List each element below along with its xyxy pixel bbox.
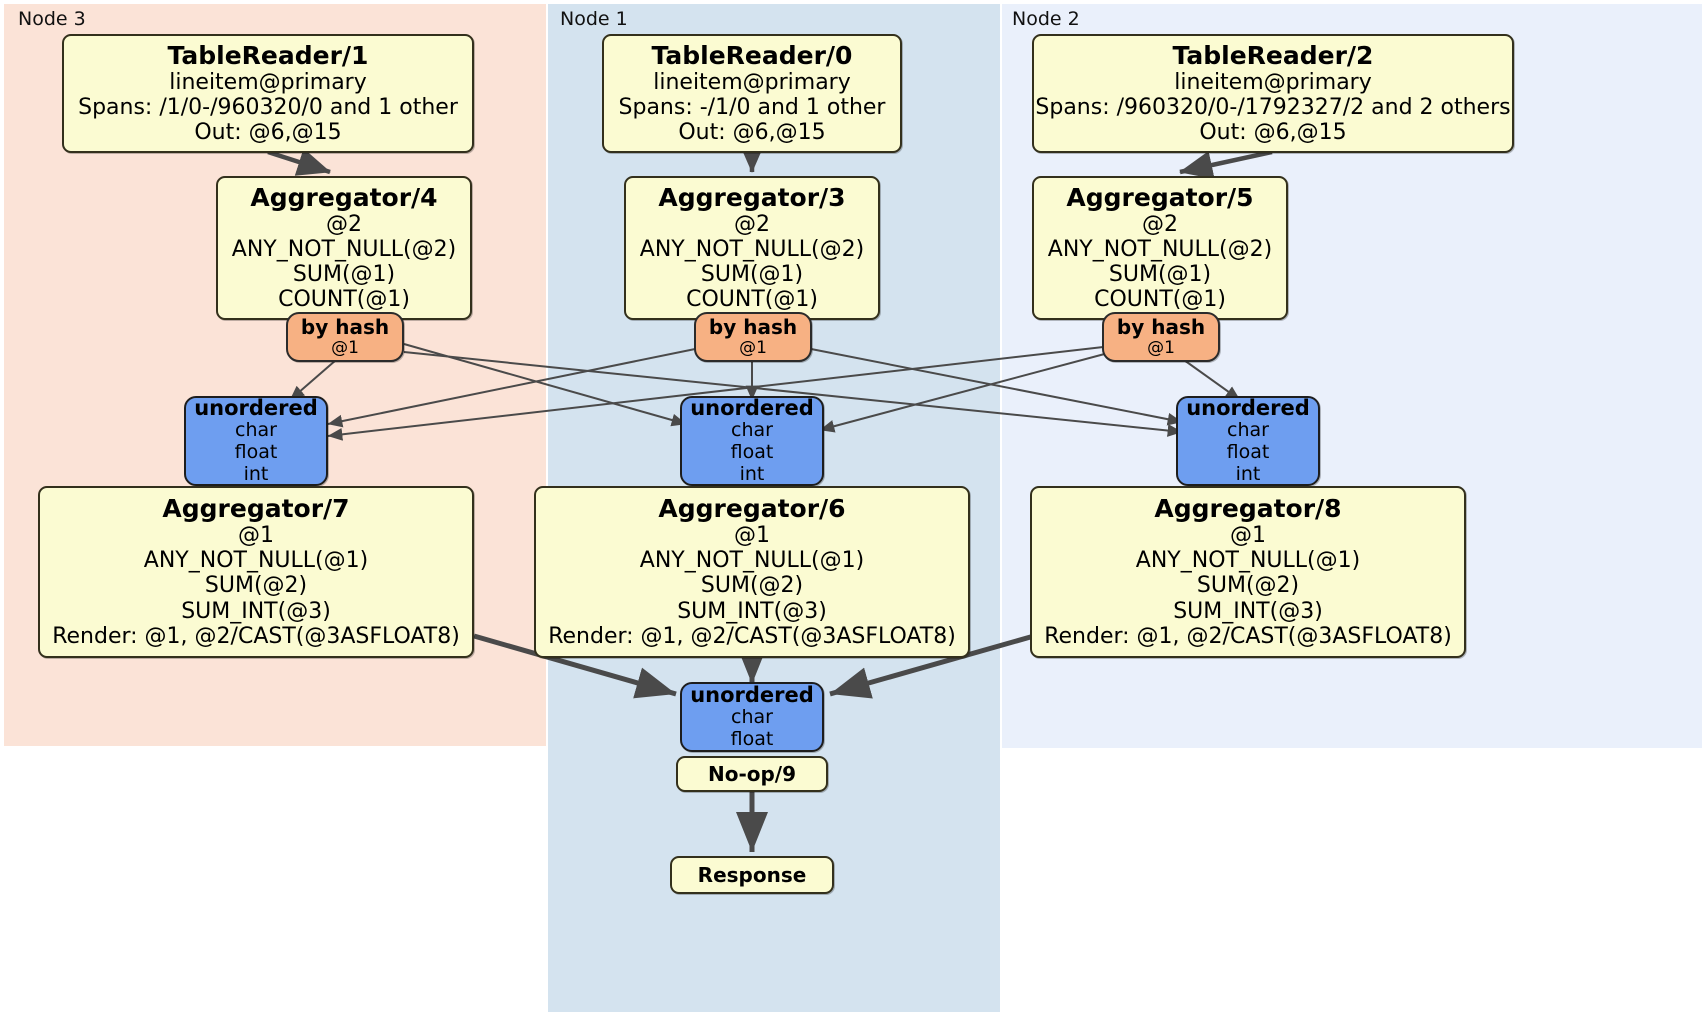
node-line: @1 <box>1230 523 1266 549</box>
router-title: by hash <box>1116 315 1206 340</box>
panel-label-node-2: Node 2 <box>1012 8 1080 30</box>
router-line: @1 <box>739 337 767 358</box>
synchronizer-unordered-node3[interactable]: unordered char float int <box>184 396 328 486</box>
synchronizer-unordered-final[interactable]: unordered char float <box>680 682 824 752</box>
node-response[interactable]: Response <box>670 856 834 894</box>
panel-label-node-1: Node 1 <box>560 8 628 30</box>
sync-title: unordered <box>690 682 814 707</box>
node-line: @2 <box>1142 211 1178 237</box>
sync-line: char <box>1227 419 1269 442</box>
router-title: by hash <box>708 315 798 340</box>
node-line: @1 <box>734 523 770 549</box>
node-line: COUNT(@1) <box>278 287 410 313</box>
node-line: lineitem@primary <box>1174 69 1372 95</box>
sync-title: unordered <box>194 395 318 420</box>
sync-line: char <box>731 419 773 442</box>
router-by-hash-node1[interactable]: by hash @1 <box>694 312 812 362</box>
node-title: No-op/9 <box>707 761 797 786</box>
node-title: Aggregator/6 <box>658 494 846 524</box>
node-line: ANY_NOT_NULL(@1) <box>143 548 369 574</box>
node-line: @2 <box>734 211 770 237</box>
node-line: @2 <box>326 211 362 237</box>
node-line: SUM(@1) <box>292 262 396 287</box>
synchronizer-unordered-node1[interactable]: unordered char float int <box>680 396 824 486</box>
node-aggregator-8[interactable]: Aggregator/8 @1 ANY_NOT_NULL(@1) SUM(@2)… <box>1030 486 1466 658</box>
sync-line: char <box>731 706 773 729</box>
router-by-hash-node3[interactable]: by hash @1 <box>286 312 404 362</box>
sync-line: float <box>730 440 774 463</box>
node-line: ANY_NOT_NULL(@2) <box>1047 236 1273 262</box>
node-title: TableReader/0 <box>651 40 853 70</box>
node-line: SUM(@2) <box>1196 573 1300 599</box>
node-line: ANY_NOT_NULL(@2) <box>639 236 865 262</box>
node-line: ANY_NOT_NULL(@1) <box>639 548 865 574</box>
router-by-hash-node2[interactable]: by hash @1 <box>1102 312 1220 362</box>
node-line: SUM(@2) <box>700 573 804 599</box>
sync-line: float <box>1226 440 1270 463</box>
node-title: Aggregator/5 <box>1066 182 1254 212</box>
node-tablereader-1[interactable]: TableReader/1 lineitem@primary Spans: /1… <box>62 34 474 153</box>
sync-title: unordered <box>1186 395 1310 420</box>
synchronizer-unordered-node2[interactable]: unordered char float int <box>1176 396 1320 486</box>
node-title: TableReader/1 <box>167 40 369 70</box>
node-no-op-9[interactable]: No-op/9 <box>676 756 828 792</box>
node-line: COUNT(@1) <box>1094 287 1226 313</box>
sync-line: int <box>243 462 269 485</box>
router-line: @1 <box>331 337 359 358</box>
node-aggregator-4[interactable]: Aggregator/4 @2 ANY_NOT_NULL(@2) SUM(@1)… <box>216 176 472 320</box>
node-line: SUM_INT(@3) <box>181 598 331 624</box>
node-line: SUM_INT(@3) <box>677 598 827 624</box>
node-line: SUM(@2) <box>204 573 308 599</box>
node-line: lineitem@primary <box>653 69 851 95</box>
node-aggregator-5[interactable]: Aggregator/5 @2 ANY_NOT_NULL(@2) SUM(@1)… <box>1032 176 1288 320</box>
node-title: Aggregator/3 <box>658 182 846 212</box>
sync-title: unordered <box>690 395 814 420</box>
node-line: Spans: /1/0-/960320/0 and 1 other <box>78 94 458 120</box>
node-title: Aggregator/7 <box>162 494 350 524</box>
node-title: Aggregator/8 <box>1154 494 1342 524</box>
node-line: COUNT(@1) <box>686 287 818 313</box>
node-aggregator-7[interactable]: Aggregator/7 @1 ANY_NOT_NULL(@1) SUM(@2)… <box>38 486 474 658</box>
node-line: Out: @6,@15 <box>194 120 342 146</box>
router-title: by hash <box>300 315 390 340</box>
node-aggregator-6[interactable]: Aggregator/6 @1 ANY_NOT_NULL(@1) SUM(@2)… <box>534 486 970 658</box>
node-aggregator-3[interactable]: Aggregator/3 @2 ANY_NOT_NULL(@2) SUM(@1)… <box>624 176 880 320</box>
node-line: Render: @1, @2/CAST(@3ASFLOAT8) <box>1044 623 1452 649</box>
panel-label-node-3: Node 3 <box>18 8 86 30</box>
node-line: @1 <box>238 523 274 549</box>
sync-line: char <box>235 419 277 442</box>
node-tablereader-2[interactable]: TableReader/2 lineitem@primary Spans: /9… <box>1032 34 1514 153</box>
node-line: SUM(@1) <box>1108 262 1212 287</box>
node-line: ANY_NOT_NULL(@1) <box>1135 548 1361 574</box>
node-line: Render: @1, @2/CAST(@3ASFLOAT8) <box>548 623 956 649</box>
node-title: Aggregator/4 <box>250 182 438 212</box>
router-line: @1 <box>1147 337 1175 358</box>
node-title: Response <box>697 862 807 887</box>
sync-line: int <box>1235 462 1261 485</box>
sync-line: float <box>730 727 774 750</box>
node-line: lineitem@primary <box>169 69 367 95</box>
node-line: Out: @6,@15 <box>678 120 826 146</box>
node-line: Out: @6,@15 <box>1199 120 1347 146</box>
node-title: TableReader/2 <box>1172 40 1374 70</box>
sync-line: float <box>234 440 278 463</box>
node-line: SUM(@1) <box>700 262 804 287</box>
node-line: Spans: -/1/0 and 1 other <box>618 94 886 120</box>
node-tablereader-0[interactable]: TableReader/0 lineitem@primary Spans: -/… <box>602 34 902 153</box>
node-line: ANY_NOT_NULL(@2) <box>231 236 457 262</box>
node-line: SUM_INT(@3) <box>1173 598 1323 624</box>
sync-line: int <box>739 462 765 485</box>
node-line: Render: @1, @2/CAST(@3ASFLOAT8) <box>52 623 460 649</box>
node-line: Spans: /960320/0-/1792327/2 and 2 others <box>1035 94 1511 120</box>
